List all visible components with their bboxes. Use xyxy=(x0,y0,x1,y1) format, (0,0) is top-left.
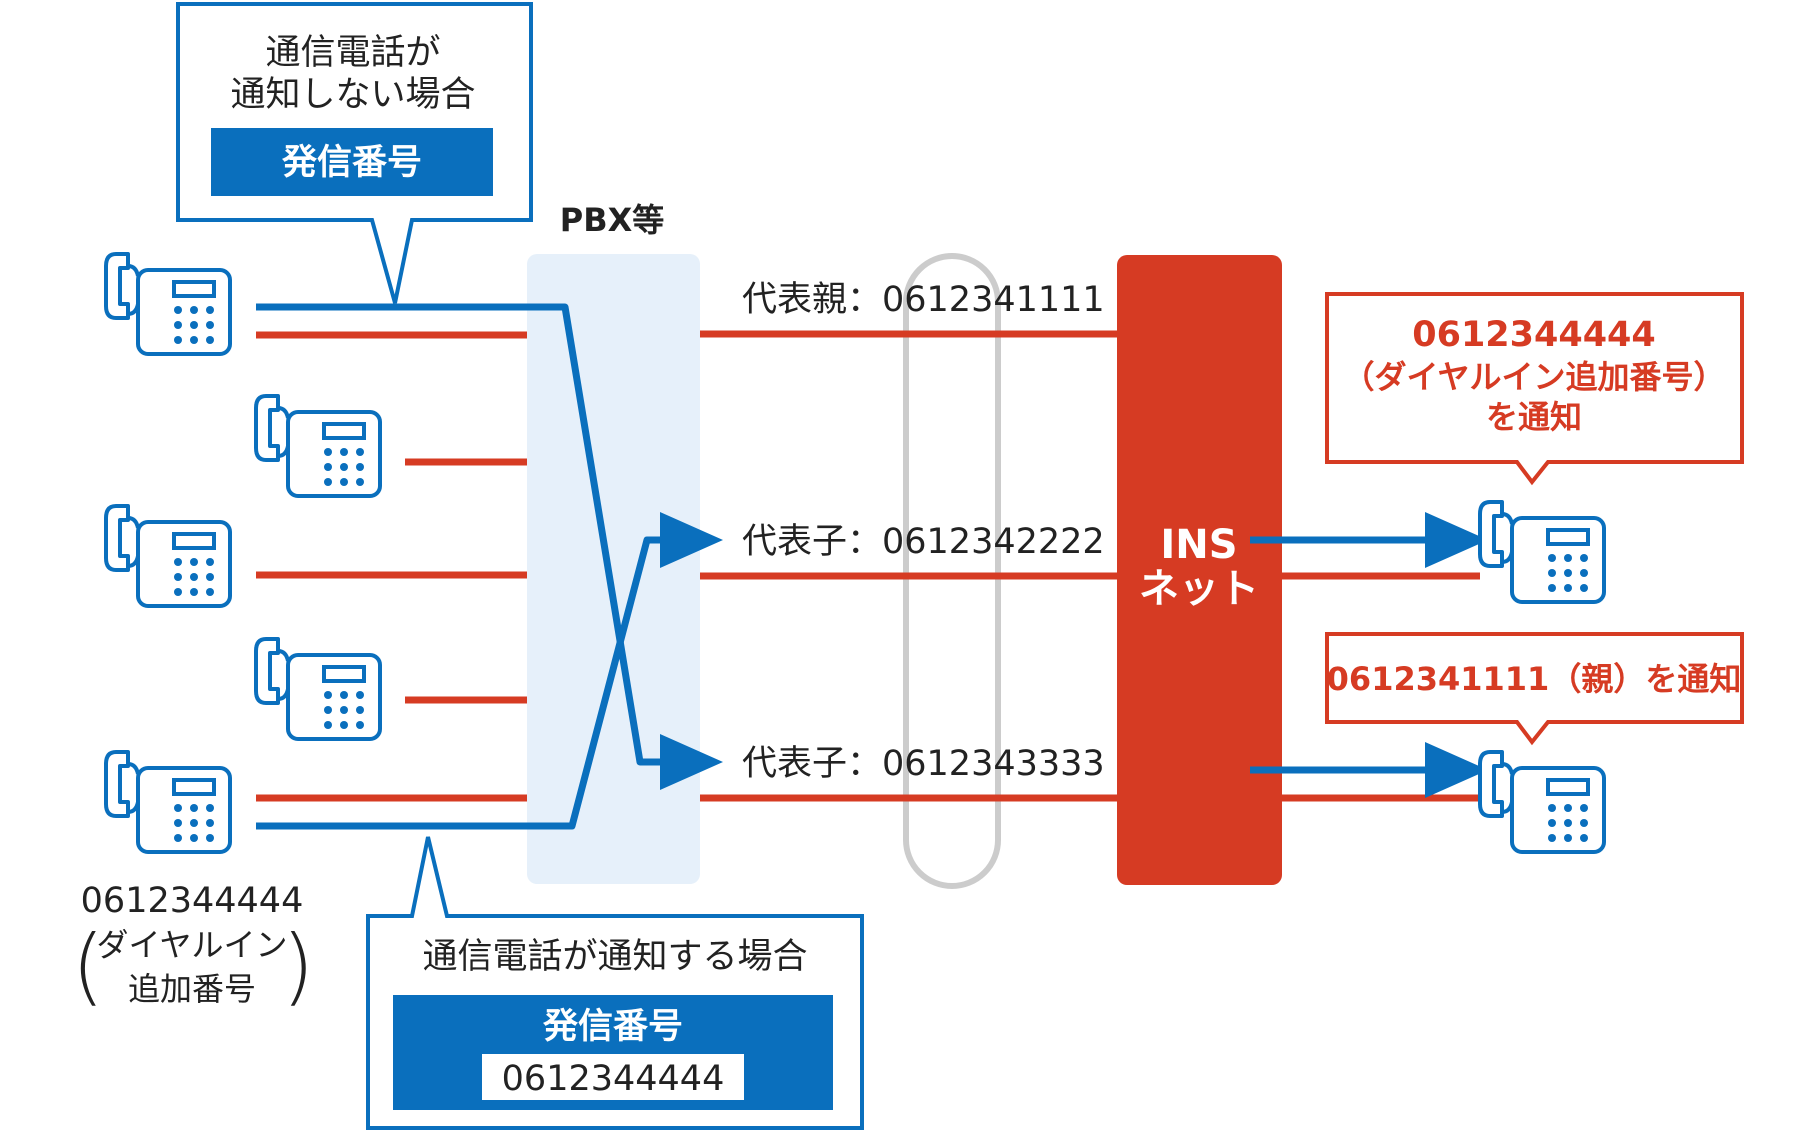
trunk-label-child2: 代表子：0612343333 xyxy=(742,744,1105,784)
callout-notify-box-label: 発信番号 xyxy=(542,1007,683,1047)
callout-right-top-line3: を通知 xyxy=(1486,398,1582,436)
dial-in-label2: 追加番号 xyxy=(128,970,256,1008)
callout-notify-number-box xyxy=(482,1054,744,1100)
phone-icon xyxy=(1478,500,1606,604)
route-no-notify xyxy=(256,303,723,790)
pbx-label: PBX等 xyxy=(560,201,665,239)
callout-right-bottom-text: 0612341111（親）を通知 xyxy=(1327,660,1742,698)
callout-no-notify-box-label: 発信番号 xyxy=(281,143,422,183)
phone-icon xyxy=(104,252,232,356)
callout-right-top-line1: 0612344444 xyxy=(1412,315,1656,355)
pbx-box xyxy=(527,254,700,884)
callout-notify-title: 通信電話が通知する場合 xyxy=(422,937,807,977)
trunk-label-parent: 代表親：0612341111 xyxy=(742,280,1105,320)
phone-icon xyxy=(1478,750,1606,854)
dial-in-paren-close: ) xyxy=(282,917,315,1015)
callout-no-notify-line1: 通信電話が xyxy=(265,33,440,73)
trunk-label-child1: 代表子：0612342222 xyxy=(742,522,1105,562)
route-notify xyxy=(256,512,723,830)
phone-icon xyxy=(254,394,382,498)
callout-right-bottom xyxy=(1325,632,1744,746)
callout-notify-number: 0612344444 xyxy=(502,1059,725,1099)
dial-in-paren-open: ( xyxy=(72,917,105,1015)
callout-no-notify-line2: 通知しない場合 xyxy=(230,75,475,115)
extension-lines xyxy=(256,331,527,802)
ins-net-box xyxy=(1117,255,1282,885)
dial-in-label1: ダイヤルイン xyxy=(96,926,287,964)
ins-label-line1: INS xyxy=(1160,522,1237,568)
callout-right-top-line2: （ダイヤルイン追加番号） xyxy=(1342,358,1725,396)
callout-no-notify-box xyxy=(211,128,493,196)
phone-icon xyxy=(104,504,232,608)
dial-in-number: 0612344444 xyxy=(81,881,304,921)
ins-label-line2: ネット xyxy=(1139,566,1259,612)
line-bundle-outline xyxy=(903,253,1001,889)
phone-icon xyxy=(254,637,382,741)
callout-right-top xyxy=(1325,292,1744,486)
phone-icon xyxy=(104,750,232,854)
